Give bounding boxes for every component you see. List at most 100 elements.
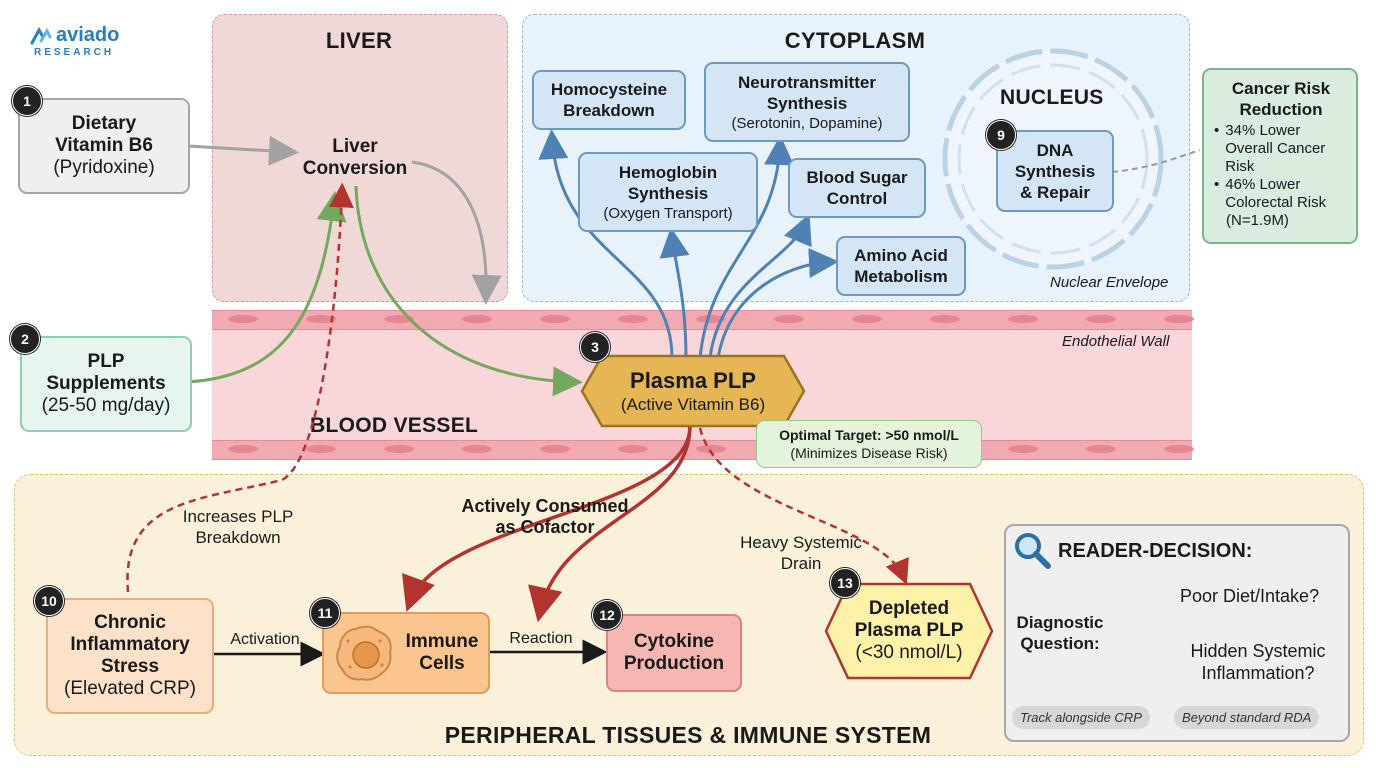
drain-line1: Heavy Systemic [740,533,862,552]
brand-logo: aviado RESEARCH [30,24,119,58]
depleted-plp-hexagon [824,582,994,680]
drain-label: Heavy Systemic Drain [726,532,876,574]
dna-line1: DNA [1036,140,1074,160]
plp-supplements-title-2: Supplements [46,373,166,394]
endothelial-cell [540,315,570,323]
consumed-label: Actively Consumed as Cofactor [450,496,640,538]
cancer-bullet-1: •34% Lower Overall Cancer Risk [1214,122,1348,176]
dna-line3: & Repair [1020,182,1090,202]
badge-9: 9 [986,120,1016,150]
increases-line2: Breakdown [195,528,281,547]
target-line2: (Minimizes Disease Risk) [790,445,948,461]
badge-3: 3 [580,332,610,362]
badge-1: 1 [12,86,42,116]
question-line2: Question: [1020,634,1100,653]
brand-sub: RESEARCH [34,47,115,58]
hemoglobin-line2: Synthesis [627,183,709,203]
endothelial-cell [228,445,258,453]
chronic-inflammatory-stress-node[interactable]: Chronic Inflammatory Stress (Elevated CR… [46,598,214,714]
homocysteine-line1: Homocysteine [550,80,668,99]
increases-line1: Increases PLP [182,507,294,526]
nucleus-title: NUCLEUS [1000,86,1104,109]
cancer-bullet-1-text: 34% Lower Overall Cancer Risk [1225,122,1326,175]
activation-label: Activation [230,631,300,648]
liver-conversion-line2: Conversion [302,158,408,179]
search-icon [1015,533,1051,569]
endothelial-cell [696,445,726,453]
depleted-line1: Depleted [868,598,950,619]
diagnostic-question: Diagnostic Question: [1008,612,1112,654]
badge-2: 2 [10,324,40,354]
peripheral-title: PERIPHERAL TISSUES & IMMUNE SYSTEM [444,722,932,748]
option-hidden-inflammation: Hidden Systemic Inflammation? [1176,640,1340,684]
question-line1: Diagnostic [1016,613,1104,632]
immune-cells-node[interactable]: Immune Cells [322,612,490,694]
endothelial-wall-top [212,310,1194,330]
endothelial-cell [306,315,336,323]
pill-track-crp: Track alongside CRP [1012,706,1150,729]
homocysteine-breakdown-node[interactable]: Homocysteine Breakdown [532,70,686,130]
neurotransmitter-synthesis-node[interactable]: Neurotransmitter Synthesis (Serotonin, D… [704,62,910,142]
logo-icon [30,26,52,44]
homocysteine-line2: Breakdown [563,101,655,120]
endothelial-cell [1086,315,1116,323]
endothelial-cell [930,315,960,323]
cancer-bullet-2-text: 46% Lower Colorectal Risk [1225,176,1327,211]
endothelial-cell [696,315,726,323]
endothelial-cell [228,315,258,323]
immune-line2: Cells [419,653,465,674]
plp-supplements-sub: (25-50 mg/day) [41,395,171,416]
blood-sugar-control-node[interactable]: Blood Sugar Control [788,158,926,218]
consumed-line1: Actively Consumed [461,496,629,516]
blood-sugar-line2: Control [826,189,888,208]
badge-11: 11 [310,598,340,628]
plasma-plp-node[interactable]: Plasma PLP (Active Vitamin B6) [580,354,806,428]
depleted-line2: Plasma PLP [854,620,964,641]
hemoglobin-sub: (Oxygen Transport) [603,204,733,222]
reaction-label: Reaction [509,630,573,647]
blood-vessel-title: BLOOD VESSEL [310,414,479,437]
option2-line1: Hidden Systemic [1190,641,1326,661]
endothelial-cell [1086,445,1116,453]
optimal-target-node: Optimal Target: >50 nmol/L (Minimizes Di… [756,420,982,468]
chronic-line1: Chronic [94,612,166,633]
option-poor-diet: Poor Diet/Intake? [1180,586,1320,606]
liver-title: LIVER [325,28,393,53]
endothelial-cell [462,315,492,323]
liver-conversion-node[interactable]: Liver Conversion [290,134,420,182]
endothelial-cell [540,445,570,453]
endothelial-cell [1164,315,1194,323]
badge-12: 12 [592,600,622,630]
amino-line1: Amino Acid [854,246,948,265]
endothelial-cell [462,445,492,453]
cancer-title-2: Reduction [1239,100,1323,119]
cancer-note: (N=1.9M) [1226,212,1289,229]
cancer-risk-node[interactable]: Cancer Risk Reduction •34% Lower Overall… [1202,68,1358,244]
liver-region [212,14,508,302]
amino-acid-metabolism-node[interactable]: Amino Acid Metabolism [836,236,966,296]
neuro-line2: Synthesis [766,93,848,113]
chronic-line2: Inflammatory [70,634,190,655]
chronic-sub: (Elevated CRP) [64,678,196,699]
amino-line2: Metabolism [854,267,948,286]
plp-supplements-node[interactable]: PLP Supplements (25-50 mg/day) [20,336,192,432]
endothelial-cell [306,445,336,453]
immune-line1: Immune [405,631,479,652]
liver-conversion-line1: Liver [332,136,378,157]
dietary-sub: (Pyridoxine) [53,157,155,178]
option2-line2: Inflammation? [1201,663,1315,683]
dietary-vitamin-b6-node[interactable]: Dietary Vitamin B6 (Pyridoxine) [18,98,190,194]
endothelial-cell [852,315,882,323]
immune-cell-icon [336,625,392,681]
depleted-plasma-plp-node[interactable]: Depleted Plasma PLP (<30 nmol/L) [824,582,994,680]
badge-10: 10 [34,586,64,616]
cytokine-production-node[interactable]: Cytokine Production [606,614,742,692]
dna-synthesis-node[interactable]: DNA Synthesis & Repair [996,130,1114,212]
endothelial-cell [618,445,648,453]
hemoglobin-synthesis-node[interactable]: Hemoglobin Synthesis (Oxygen Transport) [578,152,758,232]
consumed-line2: as Cofactor [495,517,595,537]
reader-decision-title: READER-DECISION: [1058,540,1253,562]
pill-beyond-rda: Beyond standard RDA [1174,706,1320,729]
plasma-plp-title: Plasma PLP [630,367,756,393]
blood-sugar-line1: Blood Sugar [806,168,908,187]
